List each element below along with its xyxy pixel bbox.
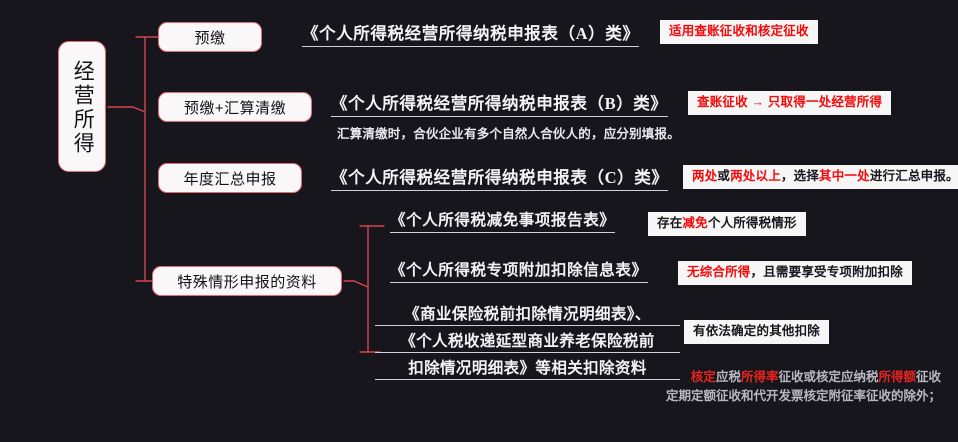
node-prepay-settle-label: 预缴+汇算清缴	[183, 99, 287, 117]
node-special-cases[interactable]: 特殊情形申报的资料	[152, 266, 342, 296]
doc-line-3: 扣除情况明细表》等相关扣除资料	[375, 356, 680, 380]
node-prepay[interactable]: 预缴	[158, 22, 262, 52]
node-annual-summary[interactable]: 年度汇总申报	[158, 163, 302, 193]
root-node[interactable]: 经营所得	[58, 41, 106, 172]
doc-line-2: 《个人税收递延型商业养老保险税前	[375, 329, 680, 353]
node-prepay-settle[interactable]: 预缴+汇算清缴	[158, 92, 312, 122]
node-annual-summary-label: 年度汇总申报	[183, 170, 277, 188]
main-bracket	[135, 36, 146, 282]
root-node-label: 经营所得	[71, 59, 95, 156]
special-bracket	[359, 225, 369, 353]
doc-title-special-deduction[interactable]: 《个人所得税专项附加扣除信息表》	[390, 258, 648, 283]
badge-form-c: 两处或两处以上，选择其中一处进行汇总申报。	[683, 165, 958, 189]
node-special-cases-label: 特殊情形申报的资料	[177, 273, 317, 291]
badge-form-a: 适用查账征收和核定征收	[660, 20, 818, 44]
badge-insurance-deduction: 有依法确定的其他扣除	[684, 320, 830, 344]
main-bracket-tick	[132, 106, 146, 113]
doc-title-form-a[interactable]: 《个人所得税经营所得纳税申报表（A）类》	[302, 20, 640, 47]
badge-special-deduction: 无综合所得，且需要享受专项附加扣除	[678, 261, 912, 285]
badge-relief-report: 存在减免个人所得税情形	[648, 212, 806, 236]
doc-line-1: 《商业保险税前扣除情况明细表》、	[375, 302, 680, 326]
doc-title-relief-report[interactable]: 《个人所得税减免事项报告表》	[390, 208, 616, 233]
node-prepay-label: 预缴	[194, 29, 226, 47]
doc-title-insurance-deduction[interactable]: 《商业保险税前扣除情况明细表》、 《个人税收递延型商业养老保险税前 扣除情况明细…	[375, 302, 680, 383]
special-bracket-tick	[353, 280, 369, 288]
note-settlement: 汇算清缴时，合伙企业有多个自然人合伙人的，应分别填报。	[337, 127, 680, 141]
doc-title-form-b[interactable]: 《个人所得税经营所得纳税申报表（B）类》	[331, 90, 668, 117]
badge-form-b: 查账征收 → 只取得一处经营所得	[688, 91, 892, 115]
footnote-line-2: 定期定额征收和代开发票核定附征率征收的除外；	[666, 389, 942, 404]
footnote-line-1: 核定应税所得率征收或核定应纳税所得额征收	[690, 370, 942, 384]
doc-title-form-c[interactable]: 《个人所得税经营所得纳税申报表（C）类》	[331, 164, 669, 191]
footnote: 核定应税所得率征收或核定应纳税所得额征收 定期定额征收和代开发票核定附征率征收的…	[666, 368, 941, 407]
